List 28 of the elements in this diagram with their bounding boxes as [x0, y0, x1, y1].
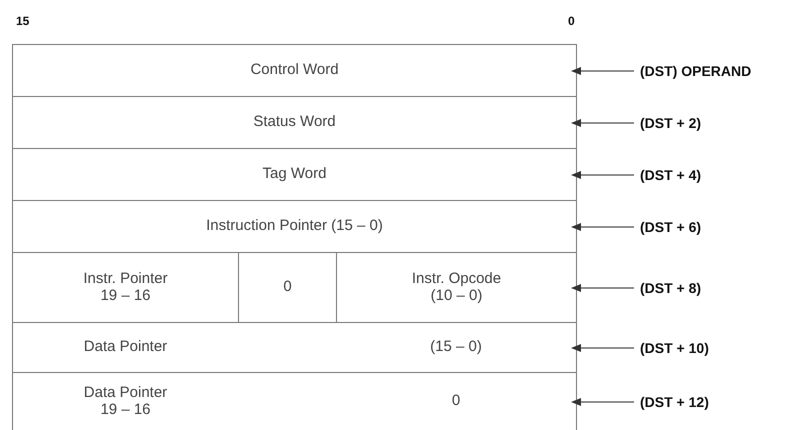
- field-label: 0: [283, 279, 292, 296]
- address-label: (DST) OPERAND: [640, 63, 752, 79]
- address-label: (DST + 2): [640, 115, 702, 131]
- arrow: [571, 67, 634, 75]
- address-label: (DST + 6): [640, 219, 702, 235]
- address-label: (DST + 4): [640, 167, 702, 183]
- field-label: Control Word: [250, 62, 339, 79]
- field-label: Instruction Pointer (15 – 0): [206, 218, 383, 235]
- address-label: (DST + 12): [640, 394, 709, 410]
- bit-number: 15: [16, 14, 30, 28]
- field-label: Status Word: [253, 114, 336, 131]
- arrow: [571, 223, 634, 231]
- bit-number: 0: [568, 14, 575, 28]
- address-label: (DST + 8): [640, 280, 702, 296]
- address-label: (DST + 10): [640, 340, 709, 356]
- arrow: [571, 171, 634, 179]
- field-label: Instr. Pointer 19 – 16: [82, 271, 169, 304]
- register-field-row: [13, 253, 576, 323]
- field-label: Tag Word: [262, 166, 326, 183]
- field-label: (15 – 0): [430, 339, 482, 356]
- field-label: Instr. Opcode (10 – 0): [410, 271, 502, 304]
- arrow: [571, 398, 634, 406]
- field-label: 0: [452, 393, 460, 410]
- arrow: [571, 284, 634, 292]
- arrow: [571, 344, 634, 352]
- field-label: Data Pointer: [84, 339, 168, 356]
- field-label: Data Pointer 19 – 16: [82, 385, 168, 418]
- arrow: [571, 119, 634, 127]
